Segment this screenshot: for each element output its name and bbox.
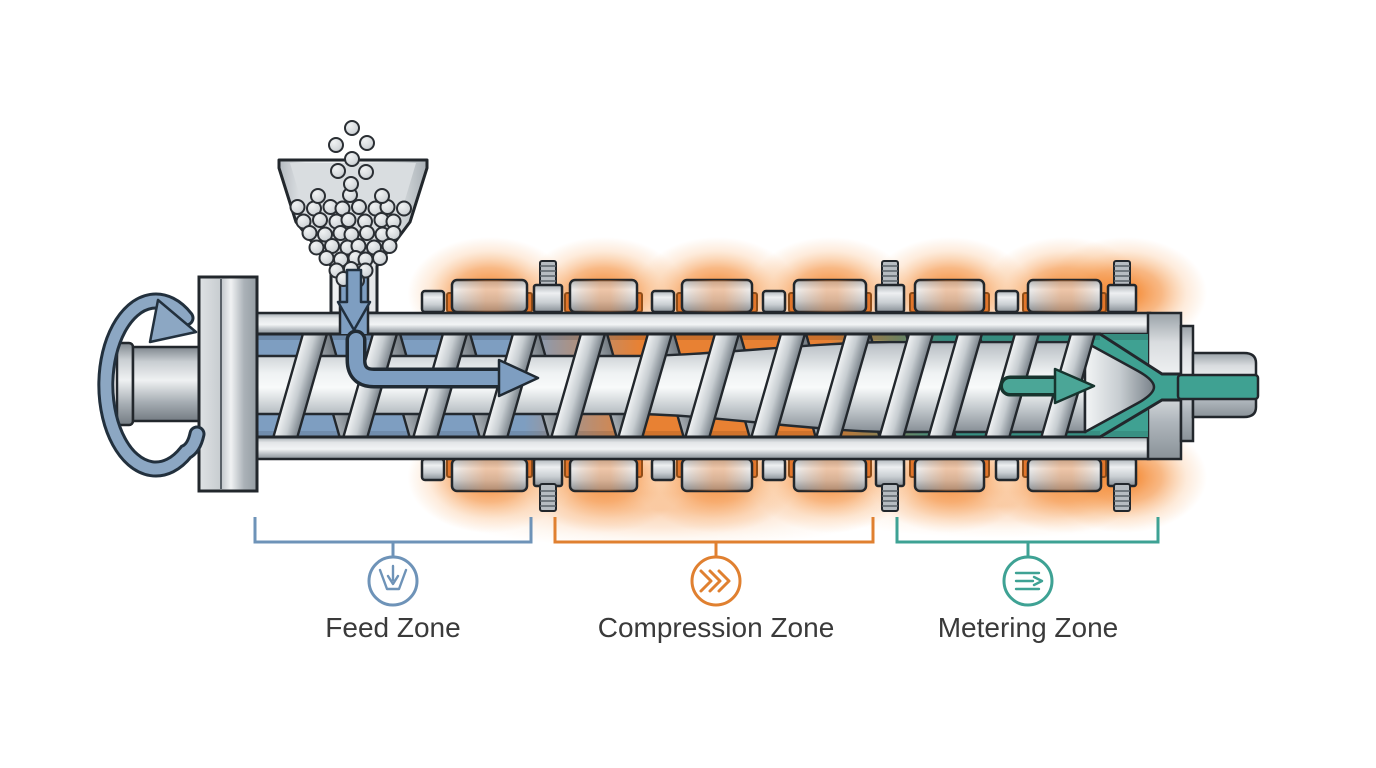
barrel-top-wall	[255, 311, 1152, 336]
pellet	[372, 250, 388, 266]
channel-top-shade	[257, 334, 1148, 340]
feed-zone-label: Feed Zone	[325, 612, 460, 643]
screw-tip-cone	[1083, 340, 1156, 434]
rotation-arrow	[97, 292, 206, 478]
pellet	[374, 188, 390, 204]
pellet	[344, 120, 360, 136]
pellet	[359, 225, 375, 241]
screw-flight	[616, 334, 674, 437]
bolt-head	[1106, 283, 1138, 314]
feed-down-arrow	[336, 268, 372, 332]
bolt-stud	[881, 483, 899, 512]
mount-post	[420, 457, 446, 482]
compression-zone-bracket	[553, 517, 875, 557]
pellet	[340, 212, 357, 228]
heater-band-heat-sheen	[452, 459, 527, 491]
pellet	[317, 226, 333, 243]
metering-zone-label: Metering Zone	[938, 612, 1119, 643]
heater-band-heat-sheen	[794, 280, 866, 312]
screw-flight	[877, 334, 935, 437]
heater-band-heat-sheen	[1028, 459, 1101, 491]
screw-flight	[683, 334, 741, 437]
heater-band-heat-sheen	[1028, 280, 1101, 312]
flange	[197, 275, 259, 493]
screw-flight	[271, 334, 329, 437]
barrel-inner-top-edge	[257, 332, 1181, 376]
zone-annotations: Feed Zone Compression Zone Metering Zone	[253, 517, 1160, 643]
screw-flight	[926, 334, 984, 437]
pellet	[344, 151, 360, 167]
bolt-stud	[1113, 483, 1131, 512]
barrel-inner-bottom-edge	[257, 398, 1181, 439]
heater-band-heat-sheen	[915, 459, 984, 491]
heater-band-heat-sheen	[794, 459, 866, 491]
pellet	[330, 163, 346, 179]
hopper-funnel-down-arrow-icon	[378, 564, 408, 591]
screw-flight	[749, 334, 807, 437]
mount-post	[761, 457, 787, 482]
compression-zone-annotation: Compression Zone	[553, 517, 875, 643]
heater-band-heat-sheen	[570, 459, 637, 491]
compression-zone-label: Compression Zone	[598, 612, 835, 643]
heater-band-heat-sheen	[682, 280, 752, 312]
screw-flight	[549, 334, 607, 437]
bolt-head	[532, 457, 564, 488]
screw-flight	[814, 334, 872, 437]
mount-post	[650, 289, 676, 314]
heater-band-heat-sheen	[915, 280, 984, 312]
heater-band-heat-sheen	[452, 280, 527, 312]
mount-post	[761, 289, 787, 314]
metering-zone-annotation: Metering Zone	[895, 517, 1160, 643]
pellet	[308, 239, 325, 256]
pellet	[310, 188, 326, 204]
heater-band-heat-sheen	[570, 280, 637, 312]
mount-post	[650, 457, 676, 482]
bolt-head	[1106, 457, 1138, 488]
drive-end	[97, 275, 259, 493]
pellet	[343, 176, 359, 192]
pellet	[351, 199, 367, 215]
pellet	[381, 238, 398, 254]
pellet	[289, 199, 306, 215]
feed-zone-annotation: Feed Zone	[253, 517, 533, 643]
extruded-strand	[1176, 373, 1260, 401]
mount-post	[994, 289, 1020, 314]
bolt-head	[532, 283, 564, 314]
flow-lines-right-arrow-icon	[1014, 571, 1044, 591]
bolt-stud	[539, 483, 557, 512]
compression-zone-icon-circle	[690, 555, 742, 607]
mount-post	[994, 457, 1020, 482]
shaft-end-cap	[115, 341, 135, 427]
metering-zone-bracket	[895, 517, 1160, 557]
bolt-head	[874, 457, 906, 488]
pellet	[385, 225, 402, 241]
pellet	[328, 137, 344, 153]
pellet	[359, 135, 375, 151]
pellet	[318, 250, 335, 266]
heater-band-rows	[420, 260, 1138, 512]
drive-shaft	[131, 345, 203, 423]
pellet	[396, 200, 412, 217]
pellet	[358, 164, 374, 180]
metering-flow-arrow	[999, 367, 1096, 405]
heater-band-heat-sheen	[682, 459, 752, 491]
barrel-bottom-wall	[255, 435, 1152, 461]
feed-zone-bracket	[253, 517, 533, 557]
pellet	[301, 225, 318, 241]
pellet	[312, 212, 328, 228]
feed-flow-arrow	[345, 329, 540, 398]
triple-chevron-right-icon	[699, 569, 731, 593]
bolt-head	[874, 283, 906, 314]
mount-post	[420, 289, 446, 314]
